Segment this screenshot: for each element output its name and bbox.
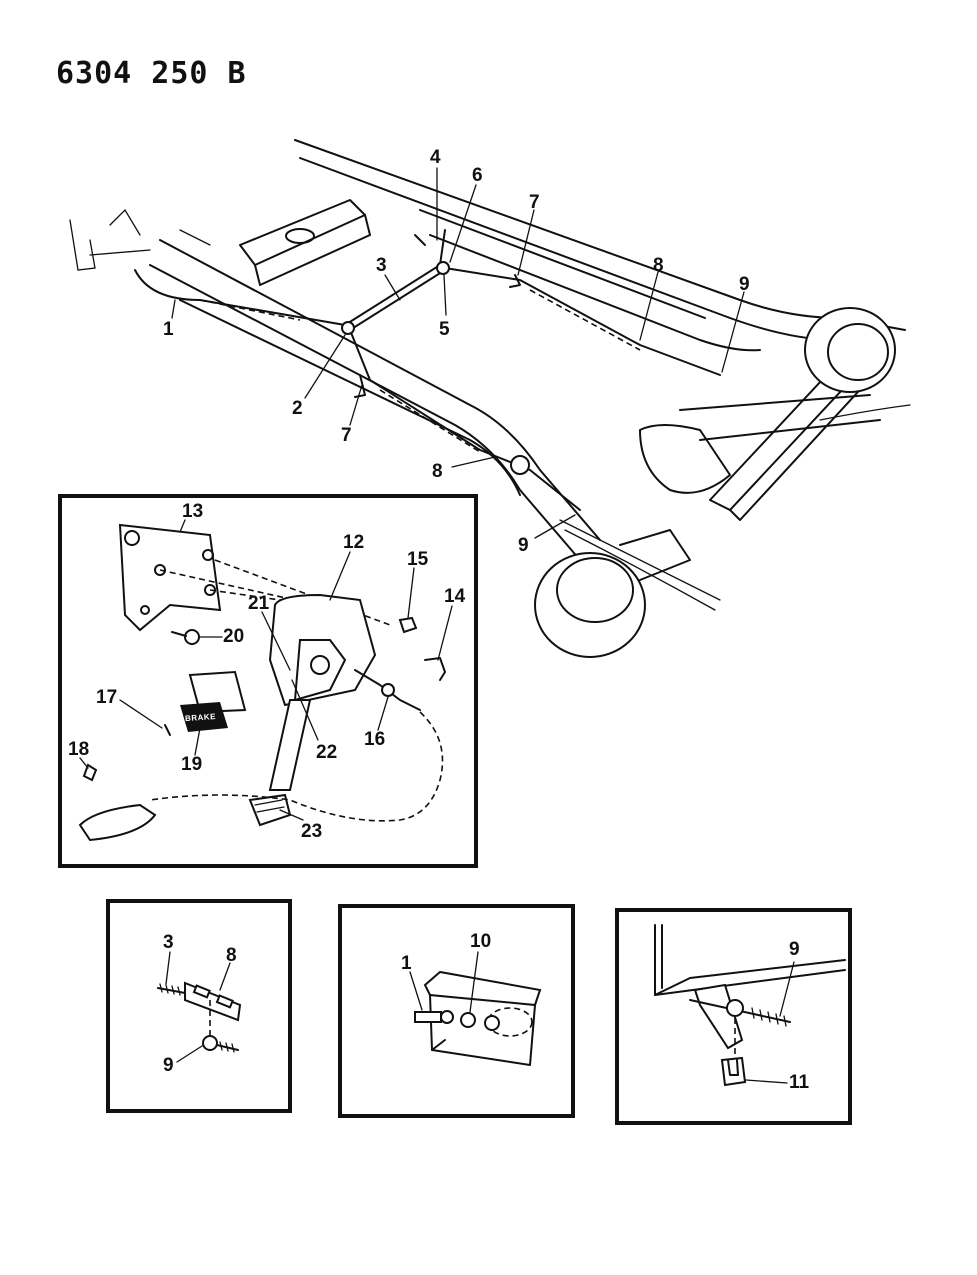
detail-box-a <box>106 899 292 1113</box>
callout-20: 20 <box>223 626 245 647</box>
callout-9-top: 9 <box>739 274 750 295</box>
callout-6: 6 <box>472 165 483 186</box>
callout-a-3: 3 <box>163 932 174 953</box>
callout-c-11: 11 <box>789 1072 810 1093</box>
callout-8-bottom: 8 <box>432 461 443 482</box>
pedal-leaders <box>79 519 453 821</box>
callout-14: 14 <box>444 586 466 607</box>
cable-bracket-detail-b <box>409 951 542 1066</box>
callout-8-top: 8 <box>653 255 664 276</box>
callout-1: 1 <box>163 319 174 340</box>
callout-c-9: 9 <box>789 939 800 960</box>
callout-16: 16 <box>364 729 386 750</box>
cable-connector-detail-a <box>157 951 242 1063</box>
callout-15: 15 <box>407 549 429 570</box>
callout-19: 19 <box>181 754 203 775</box>
callout-22: 22 <box>316 742 338 763</box>
callout-17: 17 <box>96 687 118 708</box>
document-id: 6304 250 B <box>56 56 247 91</box>
callout-13: 13 <box>182 501 204 522</box>
callout-9-bottom: 9 <box>518 535 529 556</box>
callout-23: 23 <box>301 821 323 842</box>
callout-5: 5 <box>439 319 450 340</box>
detail-box-c <box>615 908 852 1125</box>
pedal-assembly <box>78 523 446 842</box>
callout-3: 3 <box>376 255 387 276</box>
rear-wheel-left <box>534 529 691 658</box>
main-leaders <box>171 167 745 539</box>
detail-box-pedal <box>58 494 478 868</box>
cable-clip-detail-c <box>654 924 846 1087</box>
callout-b-10: 10 <box>470 931 492 952</box>
callout-7-top: 7 <box>529 192 540 213</box>
callout-2: 2 <box>292 398 303 419</box>
brake-cables <box>134 229 721 511</box>
detail-box-b <box>338 904 575 1118</box>
callout-a-9: 9 <box>163 1055 174 1076</box>
callout-18: 18 <box>68 739 90 760</box>
rear-wheel-right <box>804 307 896 393</box>
callout-7-bottom: 7 <box>341 425 352 446</box>
callout-4: 4 <box>430 147 441 168</box>
callout-a-8: 8 <box>226 945 237 966</box>
callout-12: 12 <box>343 532 365 553</box>
callout-b-1: 1 <box>401 953 412 974</box>
callout-21: 21 <box>248 593 270 614</box>
